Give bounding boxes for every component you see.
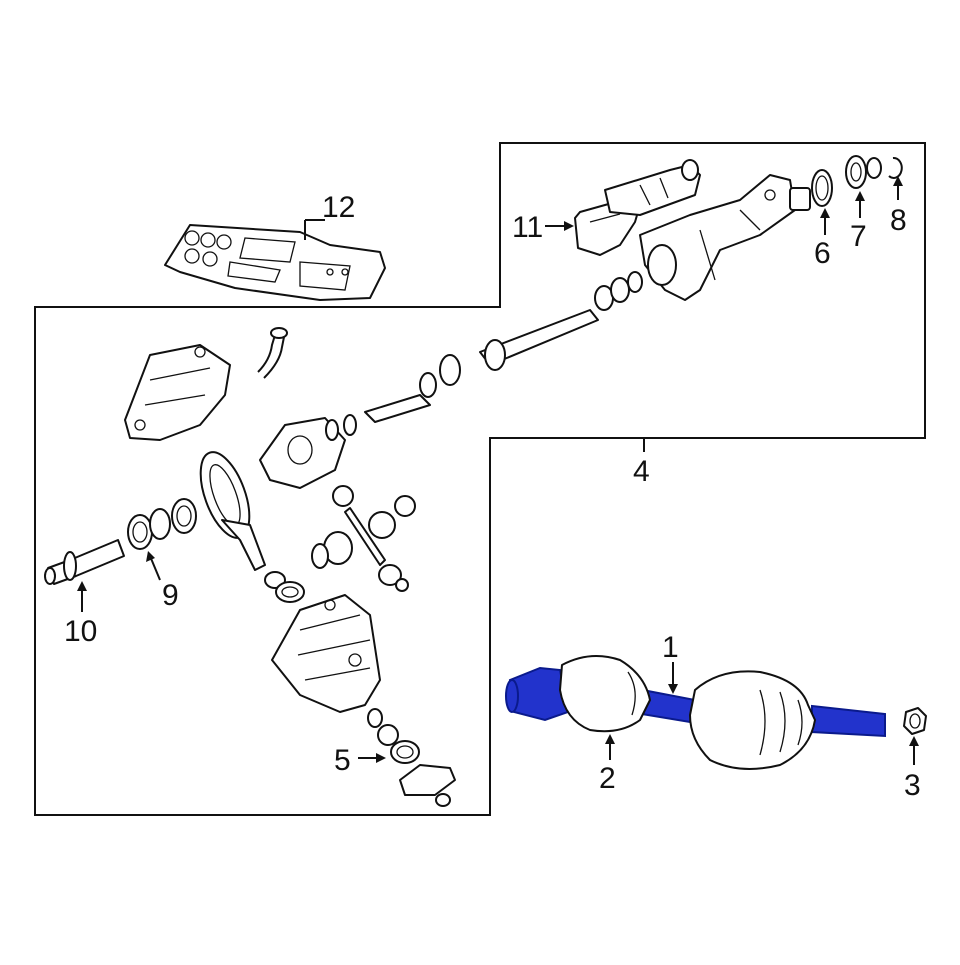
axle-housing-tube[interactable] [639,174,796,301]
output-flange[interactable] [367,708,456,807]
callout-10-label: 10 [64,615,97,648]
vent-tube[interactable] [257,327,288,379]
callout-11-label: 11 [512,211,543,244]
callout-7-label: 7 [850,220,867,253]
part-6-seal[interactable] [789,169,833,211]
callout-1-arrowhead [668,684,678,694]
intermediate-shaft[interactable] [364,271,643,423]
callout-9-arrow [149,555,161,581]
callout-4-label: 4 [633,455,650,488]
callout-8-arrowhead [893,176,903,186]
part-12-plate[interactable] [164,224,386,301]
callout-7-arrowhead [855,191,865,201]
carrier-housing[interactable] [271,594,381,713]
part-7-gasket[interactable] [845,155,882,189]
callout-11-arrowhead [564,221,574,231]
callout-3-arrowhead [909,736,919,746]
differential-gears[interactable] [311,485,416,592]
callout-5-label: 5 [334,744,351,777]
part-11-bracket[interactable] [574,159,701,256]
ring-gear[interactable] [191,446,266,571]
callout-6-arrowhead [820,208,830,218]
callout-2-label: 2 [599,762,616,795]
assembly-outline [34,142,926,816]
part-2-boot[interactable] [559,655,651,733]
callout-1-label: 1 [662,631,679,664]
callout-9-arrowhead [146,551,155,562]
callout-2-arrowhead [605,734,615,744]
cv-joint-outer[interactable] [689,670,816,770]
callout-12-label: 12 [322,191,355,224]
part-3-nut[interactable] [903,707,927,735]
carrier-cover[interactable] [124,344,231,441]
pinion-bearings[interactable] [264,571,305,603]
part-8-snap-ring[interactable] [888,156,903,179]
callout-9-label: 9 [162,579,179,612]
callout-10-arrowhead [77,581,87,591]
differential-case[interactable] [259,414,357,489]
callout-5-arrowhead [376,753,386,763]
callout-3-label: 3 [904,769,921,802]
part-9-seal[interactable] [127,498,197,550]
callout-8-label: 8 [890,204,907,237]
callout-6-label: 6 [814,237,831,270]
part-10-stub-shaft[interactable] [44,539,125,585]
